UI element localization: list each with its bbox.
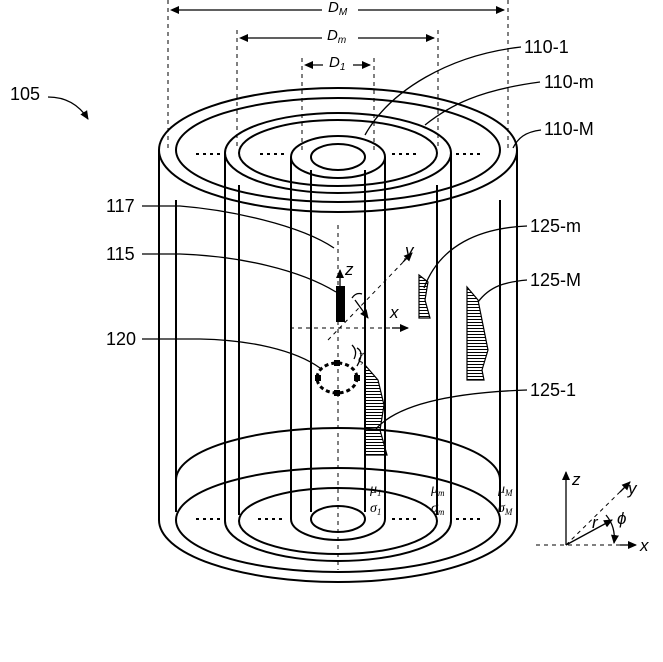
ref-110-m: 110-m	[544, 72, 594, 92]
ref-105: 105	[10, 84, 40, 104]
sigma-M-label: σM	[498, 501, 513, 517]
sigma-1-label: σ1	[370, 501, 381, 517]
sigma-m-label: σm	[431, 501, 445, 517]
dim-dm-middle: Dm	[327, 27, 346, 46]
global-axes	[536, 471, 637, 549]
global-z-label: z	[571, 470, 581, 489]
ref-115: 115	[106, 244, 135, 264]
ref-125-1: 125-1	[530, 380, 576, 400]
mu-1-label: μ1	[369, 482, 382, 498]
leader-lines	[47, 46, 542, 431]
ref-110-M: 110-M	[544, 119, 594, 139]
profile-125-1	[364, 363, 388, 456]
ref-110-1: 110-1	[524, 37, 569, 57]
ref-120: 120	[106, 329, 136, 349]
profile-125-m	[418, 273, 431, 319]
dimension-lines	[167, 0, 509, 150]
mu-M-label: μM	[497, 482, 513, 498]
local-y-label: y	[404, 241, 415, 260]
transmitter-coil	[336, 286, 345, 322]
global-y-label: y	[627, 479, 638, 498]
global-phi-label: ϕ	[617, 509, 626, 528]
receiver-loop	[315, 344, 362, 396]
dim-dm-outer: DM	[328, 0, 348, 18]
local-x-label: x	[389, 303, 399, 322]
material-labels: μ1 σ1 μm σm μM σM	[369, 482, 513, 517]
mu-m-label: μm	[430, 482, 445, 498]
ref-125-M: 125-M	[530, 270, 581, 290]
profile-125-M	[466, 285, 489, 381]
middle-cylinder	[224, 112, 452, 562]
ref-117: 117	[106, 196, 135, 216]
zeta-label: ζ	[358, 351, 365, 366]
radial-dotted-lines	[196, 153, 482, 520]
global-r-label: r	[592, 513, 599, 532]
ref-125-m: 125-m	[530, 216, 581, 236]
dim-d1-inner: D1	[329, 54, 345, 73]
global-x-label: x	[639, 536, 649, 555]
local-z-label: z	[344, 260, 354, 279]
